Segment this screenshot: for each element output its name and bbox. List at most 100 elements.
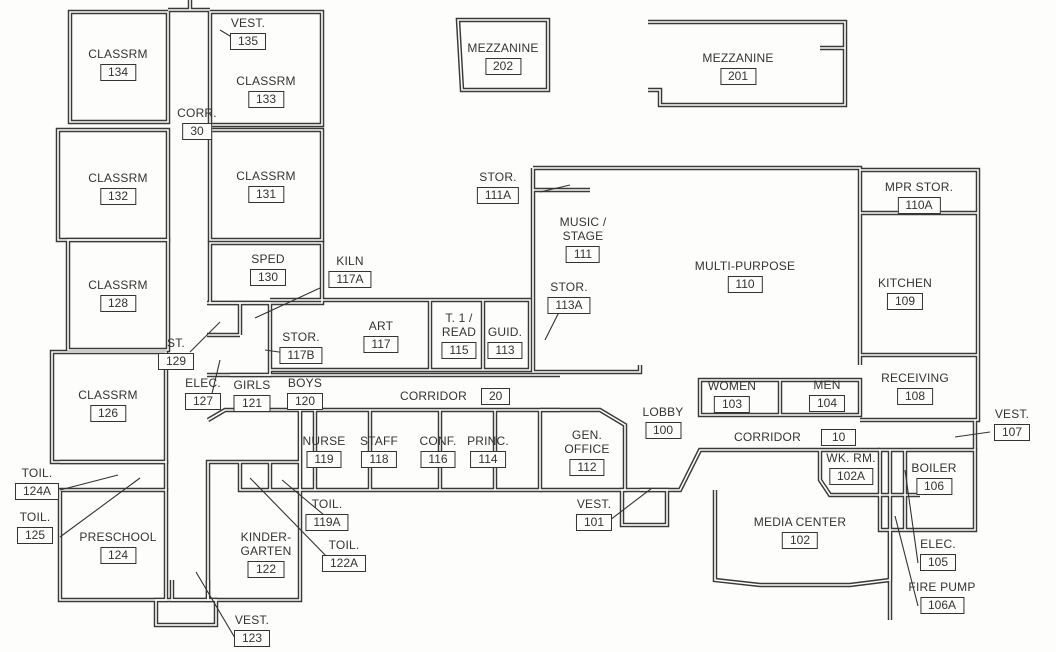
room-classrm-131: CLASSRM 131 [236, 169, 296, 203]
room-number: 107 [993, 424, 1031, 441]
room-name: MULTI-PURPOSE [694, 259, 796, 273]
room-number: 111A [476, 187, 520, 204]
room-number: 127 [184, 393, 222, 410]
room-name: CORRIDOR [734, 430, 801, 444]
room-name: CLASSRM [236, 74, 296, 88]
room-name: MEZZANINE [702, 51, 774, 65]
room-number: 119A [305, 514, 349, 531]
room-name: TOIL. [21, 466, 53, 480]
room-number: 30 [182, 123, 212, 140]
room-number: 117A [328, 271, 372, 288]
room-guid-113: GUID. 113 [487, 325, 523, 359]
room-number: 110A [897, 197, 941, 214]
room-number: 110 [727, 276, 763, 293]
room-classrm-134: CLASSRM 134 [88, 47, 148, 81]
room-number: 122 [247, 561, 285, 578]
room-boys-120: BOYS 120 [286, 376, 324, 410]
room-name: KINDER- [240, 530, 292, 544]
room-number: 103 [713, 396, 751, 413]
room-mezzanine-201: MEZZANINE 201 [702, 51, 773, 85]
room-name: GUID. [487, 325, 523, 339]
room-number: 108 [896, 388, 934, 405]
room-toil-124a: TOIL.124A [14, 466, 60, 500]
room-name-line2: OFFICE [564, 442, 610, 456]
room-name: ART [368, 319, 394, 333]
room-conf-116: CONF.116 [420, 434, 457, 468]
room-name: WK. RM. [826, 451, 876, 465]
room-women-103: WOMEN 103 [708, 379, 756, 413]
leader-lines [59, 29, 991, 639]
room-name: VEST. [994, 407, 1030, 421]
room-kitchen-109: KITCHEN 109 [878, 276, 932, 310]
room-name: STOR. [479, 170, 517, 184]
room-number: 111 [565, 246, 601, 263]
room-name: MEDIA CENTER [753, 515, 847, 529]
room-name: BOILER [911, 461, 957, 475]
room-name: RECEIVING [881, 371, 949, 385]
room-number: 117 [363, 336, 399, 353]
room-number: 20 [480, 388, 511, 405]
room-number: 120 [286, 393, 324, 410]
room-number: 133 [247, 91, 285, 108]
room-number: 118 [361, 451, 397, 468]
room-number: 202 [484, 58, 522, 75]
room-name: WOMEN [707, 379, 757, 393]
room-number: 123 [233, 630, 271, 647]
room-name: CLASSRM [88, 278, 148, 292]
room-number: 106 [915, 478, 953, 495]
room-name: VEST. [234, 613, 270, 627]
room-number: 124 [99, 547, 137, 564]
room-name: VEST. [230, 16, 266, 30]
room-number: 119 [306, 451, 342, 468]
room-name: CLASSRM [236, 169, 296, 183]
room-number: 104 [808, 395, 846, 412]
room-name: TOIL. [19, 510, 51, 524]
room-number: 131 [247, 186, 285, 203]
room-number: 112 [569, 459, 605, 476]
room-name: KITCHEN [877, 276, 933, 290]
room-name: BOYS [287, 376, 323, 390]
room-name: MEN [813, 378, 841, 392]
room-vest-123: VEST. 123 [233, 613, 271, 647]
room-elec-127: ELEC.127 [184, 376, 222, 410]
room-number: 126 [89, 405, 127, 422]
room-toil-119a: TOIL.119A [305, 497, 349, 531]
room-number: 100 [644, 422, 682, 439]
room-number: 102A [828, 468, 874, 485]
room-number: 134 [99, 64, 137, 81]
room-receiving-108: RECEIVING 108 [881, 371, 949, 405]
room-name: ST. [167, 336, 185, 350]
room-name: NURSE [302, 434, 346, 448]
room-name: CORRIDOR [400, 389, 467, 403]
room-name-line2: STAGE [562, 229, 604, 243]
room-name: STOR. [550, 280, 588, 294]
room-stor-117b: STOR.117B [279, 330, 323, 364]
room-name: MEZZANINE [467, 41, 539, 55]
room-number: 105 [919, 554, 957, 571]
room-number: 132 [99, 188, 137, 205]
room-men-104: MEN 104 [808, 378, 846, 412]
room-name: CLASSRM [88, 47, 148, 61]
room-corr-30: CORR.30 [177, 106, 217, 140]
room-number: 201 [719, 68, 757, 85]
room-stor-113a: STOR.113A [547, 280, 591, 314]
room-number: 109 [886, 293, 924, 310]
room-name: SPED [251, 252, 285, 266]
room-number: 121 [233, 395, 271, 412]
room-number: 117B [279, 347, 323, 364]
room-name: T. 1 / [445, 311, 473, 325]
room-elec-105: ELEC.105 [919, 537, 957, 571]
room-number: 113 [487, 342, 523, 359]
room-art-117: ART 117 [363, 319, 399, 353]
room-vest-107: VEST. 107 [993, 407, 1031, 441]
room-number: 129 [157, 353, 195, 370]
